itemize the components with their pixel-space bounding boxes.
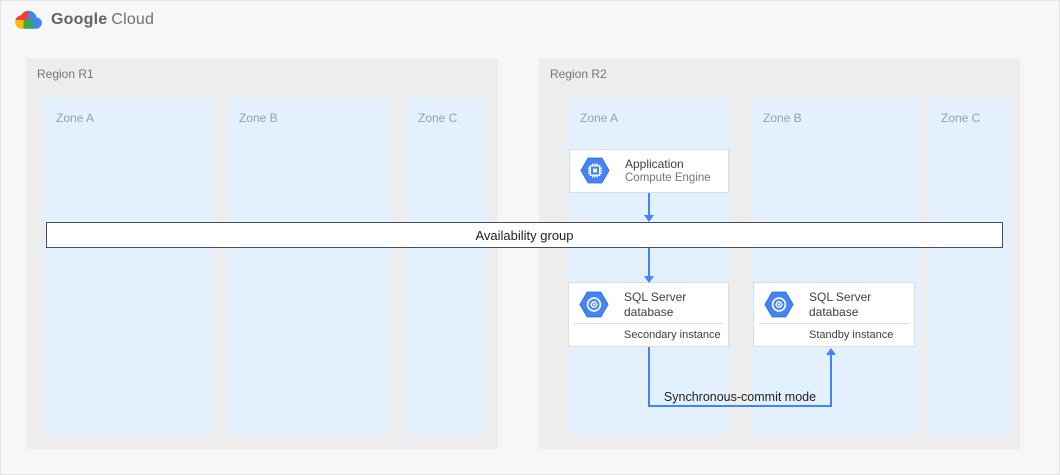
sql-secondary-instance: Secondary instance bbox=[624, 329, 721, 341]
region-r1-zone-a: Zone A bbox=[44, 98, 213, 435]
application-subtitle: Compute Engine bbox=[625, 172, 711, 184]
divider bbox=[574, 323, 723, 324]
region-r1-label: Region R1 bbox=[37, 67, 94, 81]
availability-group-bar: Availability group bbox=[46, 222, 1003, 248]
arrow-bar-to-sql-line bbox=[648, 248, 650, 277]
availability-group-label: Availability group bbox=[475, 227, 574, 243]
sql-server-icon bbox=[764, 291, 794, 318]
sync-commit-label: Synchronous-commit mode bbox=[663, 390, 817, 404]
application-node: Application Compute Engine bbox=[569, 149, 729, 193]
divider bbox=[759, 323, 909, 324]
arrow-bar-to-sql-head bbox=[644, 276, 654, 283]
sql-standby-node: SQL Server database Standby instance bbox=[753, 282, 915, 347]
region-r2-label: Region R2 bbox=[550, 67, 607, 81]
region-r2-zone-b: Zone B bbox=[751, 98, 920, 435]
sync-connector-down-line bbox=[648, 347, 650, 407]
arrow-app-to-bar-line bbox=[648, 193, 650, 216]
sync-connector-up-head bbox=[826, 348, 836, 355]
sync-connector-horizontal-line bbox=[648, 405, 832, 407]
sql-standby-instance: Standby instance bbox=[809, 329, 894, 341]
sql-secondary-title: SQL Server database bbox=[624, 290, 687, 319]
sync-connector-up-line bbox=[830, 353, 832, 407]
sql-standby-title: SQL Server database bbox=[809, 290, 872, 319]
google-cloud-icon bbox=[15, 10, 42, 29]
brand-google: Google bbox=[51, 10, 108, 28]
region-r1-zone-b: Zone B bbox=[227, 98, 391, 435]
region-r1-zone-c: Zone C bbox=[406, 98, 487, 435]
compute-engine-icon bbox=[580, 157, 610, 184]
application-title: Application bbox=[625, 157, 684, 171]
arrow-app-to-bar-head bbox=[644, 215, 654, 222]
region-r2-zone-c: Zone C bbox=[929, 98, 1011, 435]
sql-secondary-node: SQL Server database Secondary instance bbox=[568, 282, 729, 347]
brand-cloud: Cloud bbox=[111, 10, 155, 28]
sql-server-icon bbox=[579, 291, 609, 318]
